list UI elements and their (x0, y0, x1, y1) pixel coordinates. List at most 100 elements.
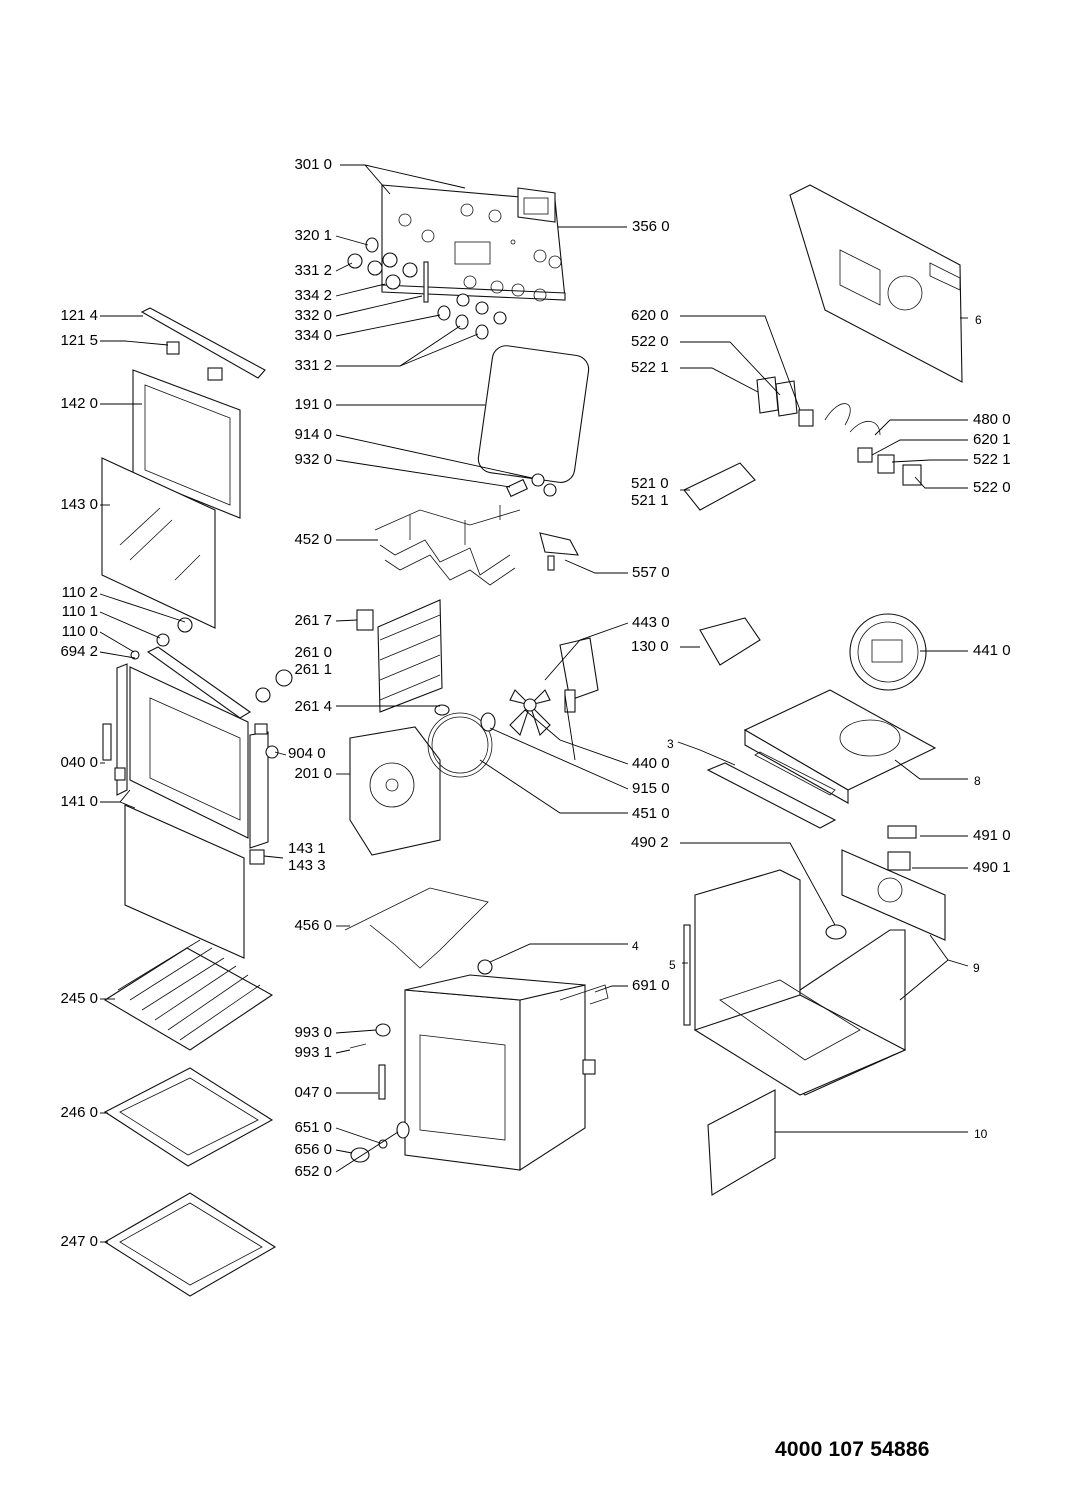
label-490-2: 490 2 (631, 834, 669, 851)
label-261-4: 261 4 (294, 698, 332, 715)
label-993-0: 993 0 (294, 1024, 332, 1041)
label-3: 3 (667, 737, 674, 751)
label-110-2: 110 2 (61, 584, 98, 601)
control-board-part (683, 462, 756, 511)
label-334-2: 334 2 (294, 287, 332, 304)
label-904-0: 904 0 (288, 745, 326, 762)
label-6: 6 (975, 313, 982, 327)
label-245-0: 245 0 (60, 990, 98, 1007)
label-4: 4 (632, 939, 639, 953)
oven-cavity-part (404, 974, 596, 1172)
label-130-0: 130 0 (631, 638, 669, 655)
label-246-0: 246 0 (60, 1104, 98, 1121)
lamp-parts (349, 1023, 410, 1163)
label-261-7: 261 7 (294, 612, 332, 629)
label-8: 8 (974, 774, 981, 788)
label-121-5: 121 5 (60, 332, 98, 349)
label-261-1: 261 1 (294, 661, 332, 678)
back-cover-part (349, 726, 441, 856)
thermostat-part (539, 532, 579, 571)
tray-246-part (103, 1067, 274, 1167)
label-694-2: 694 2 (60, 643, 98, 660)
label-301-0: 301 0 (294, 156, 332, 173)
label-261-0: 261 0 (294, 644, 332, 661)
label-121-4: 121 4 (60, 307, 98, 324)
label-522-0-a: 522 0 (631, 333, 669, 350)
label-522-1-b: 522 1 (973, 451, 1011, 468)
label-331-2-b: 331 2 (294, 357, 332, 374)
label-143-0: 143 0 (60, 496, 98, 513)
label-443-0: 443 0 (632, 614, 670, 631)
label-557-0: 557 0 (632, 564, 670, 581)
label-110-0: 110 0 (61, 623, 98, 640)
label-620-0: 620 0 (631, 307, 669, 324)
fan-part (480, 689, 551, 737)
label-110-1: 110 1 (61, 603, 98, 620)
door-seal-part (477, 345, 590, 483)
label-620-1: 620 1 (973, 431, 1011, 448)
label-932-0: 932 0 (294, 451, 332, 468)
bottom-element-part (344, 887, 489, 969)
label-332-0: 332 0 (294, 307, 332, 324)
tray-247-part (103, 1192, 277, 1297)
spring-parts (505, 473, 557, 498)
shelf-support-part (356, 599, 450, 716)
label-143-1: 143 1 (288, 840, 326, 857)
top-frame-part (706, 689, 937, 829)
label-10: 10 (974, 1127, 988, 1141)
label-143-3: 143 3 (288, 857, 326, 874)
circular-element-part (427, 712, 493, 778)
label-320-1: 320 1 (294, 227, 332, 244)
knobs-part (347, 237, 507, 340)
label-480-0: 480 0 (973, 411, 1011, 428)
label-5: 5 (669, 958, 676, 972)
label-521-0: 521 0 (631, 475, 669, 492)
inner-glass-part (132, 369, 241, 519)
label-451-0: 451 0 (632, 805, 670, 822)
label-047-0: 047 0 (294, 1084, 332, 1101)
motor-130-part (699, 617, 761, 666)
label-334-0: 334 0 (294, 327, 332, 344)
label-652-0: 652 0 (294, 1163, 332, 1180)
document-number: 4000 107 54886 (775, 1438, 930, 1461)
label-456-0: 456 0 (294, 917, 332, 934)
label-356-0: 356 0 (632, 218, 670, 235)
fan-assembly-441-part (849, 613, 927, 691)
bottom-panel-10-part (707, 1089, 776, 1196)
label-040-0: 040 0 (60, 754, 98, 771)
leader-lines (99, 164, 969, 1243)
label-521-1: 521 1 (631, 492, 669, 509)
label-452-0: 452 0 (294, 531, 332, 548)
label-490-1: 490 1 (973, 859, 1011, 876)
fan-motor-part (559, 637, 599, 713)
label-993-1: 993 1 (294, 1044, 332, 1061)
label-201-0: 201 0 (294, 765, 332, 782)
label-491-0: 491 0 (973, 827, 1011, 844)
label-441-0: 441 0 (973, 642, 1011, 659)
inner-door-frame-part (124, 804, 245, 959)
outer-door-part (102, 646, 269, 849)
label-191-0: 191 0 (294, 396, 332, 413)
label-331-2-a: 331 2 (294, 262, 332, 279)
label-914-0: 914 0 (294, 426, 332, 443)
label-9: 9 (973, 961, 980, 975)
label-440-0: 440 0 (632, 755, 670, 772)
relay-parts (756, 376, 922, 486)
glass-143-part (101, 457, 216, 629)
wire-rack-part (103, 939, 274, 1051)
grill-element-part (374, 505, 521, 586)
label-141-0: 141 0 (60, 793, 98, 810)
door-trim-part (140, 307, 266, 381)
outer-casing-part (683, 869, 907, 1096)
label-691-0: 691 0 (632, 977, 670, 994)
label-522-0-b: 522 0 (973, 479, 1011, 496)
rear-panel-490-part (841, 825, 946, 941)
top-housing-part (789, 184, 963, 383)
lamp-holder-part (559, 984, 609, 1005)
label-656-0: 656 0 (294, 1141, 332, 1158)
label-247-0: 247 0 (60, 1233, 98, 1250)
label-142-0: 142 0 (60, 395, 98, 412)
label-522-1-a: 522 1 (631, 359, 669, 376)
